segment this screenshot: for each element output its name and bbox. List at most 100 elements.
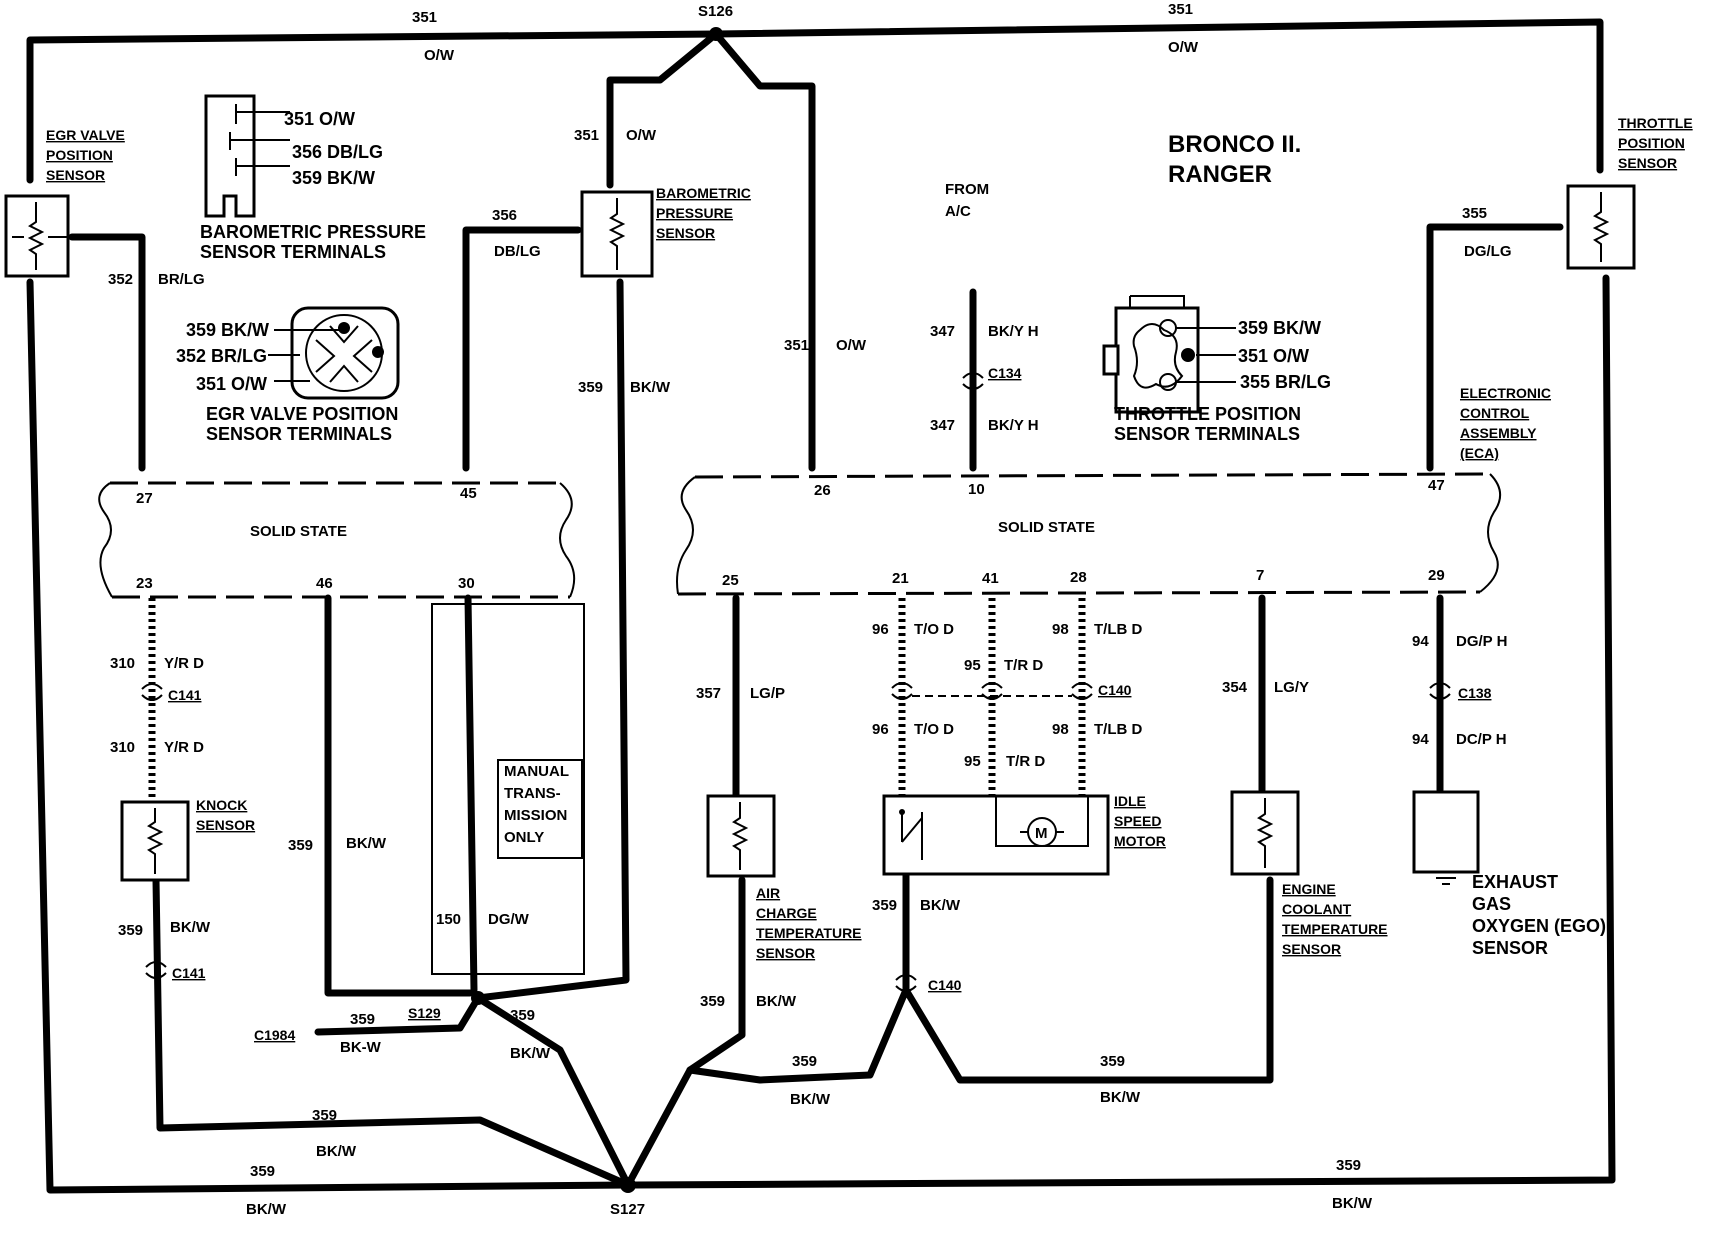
wire-color: O/W bbox=[424, 47, 455, 64]
eca-pins: 27 45 23 46 30 26 10 47 25 21 41 28 7 29 bbox=[136, 477, 1445, 592]
wire-color: BK/W bbox=[920, 897, 961, 914]
manual-label-line: TRANS- bbox=[504, 785, 561, 802]
isc-label-line: IDLE bbox=[1114, 793, 1146, 809]
egr-terminal-pin: 359 BK/W bbox=[186, 320, 269, 340]
ego-label-line: EXHAUST bbox=[1472, 872, 1558, 892]
wire-color: BK/W bbox=[1332, 1195, 1373, 1212]
title-line: BRONCO II. bbox=[1168, 131, 1301, 158]
wire-labels: 351 O/W 351 O/W 351 O/W 351 O/W 352 BR/L… bbox=[108, 1, 1512, 1218]
wire-circuit: 150 bbox=[436, 911, 461, 928]
from-ac-line: FROM bbox=[945, 181, 989, 198]
pin-29: 29 bbox=[1428, 567, 1445, 584]
wire-circuit: 359 bbox=[1336, 1157, 1361, 1174]
barometric-pressure-sensor: BAROMETRIC PRESSURE SENSOR bbox=[580, 185, 751, 278]
egr-terminal-pin: 352 BR/LG bbox=[176, 346, 267, 366]
pin-7: 7 bbox=[1256, 567, 1264, 584]
solid-state-left: SOLID STATE bbox=[250, 523, 347, 540]
wire-circuit: 94 bbox=[1412, 731, 1429, 748]
wire-circuit: 356 bbox=[492, 207, 517, 224]
wire-359-outer-right bbox=[624, 274, 1616, 1189]
wire-color: BR/LG bbox=[158, 271, 205, 288]
ego-label-line: GAS bbox=[1472, 894, 1511, 914]
tps-terminal-pin: 359 BK/W bbox=[1238, 318, 1321, 338]
wire-color: T/O D bbox=[914, 721, 954, 738]
baro-label-line: SENSOR bbox=[656, 225, 715, 241]
wire-color: BK/W bbox=[790, 1091, 831, 1108]
throttle-label-line: THROTTLE bbox=[1618, 115, 1693, 131]
egr-sensor: EGR VALVE POSITION SENSOR bbox=[4, 127, 125, 278]
pin-26: 26 bbox=[814, 482, 831, 499]
wire-352 bbox=[68, 233, 146, 472]
ect-label-line: ENGINE bbox=[1282, 881, 1336, 897]
wire-359-c1984 bbox=[314, 994, 482, 1036]
wire-circuit: 352 bbox=[108, 271, 133, 288]
egr-label-line: POSITION bbox=[46, 147, 113, 163]
splice-s129: S129 bbox=[408, 1005, 441, 1021]
isc-label-line: MOTOR bbox=[1114, 833, 1166, 849]
splice-s126: S126 bbox=[698, 3, 733, 20]
wire-359-act bbox=[624, 876, 746, 1189]
connector-c141-top: C141 bbox=[168, 687, 202, 703]
splice-s127: S127 bbox=[610, 1201, 645, 1218]
wires bbox=[26, 18, 1616, 1194]
baro-label-line: BAROMETRIC bbox=[656, 185, 751, 201]
pin-10: 10 bbox=[968, 481, 985, 498]
baro-terminal-pin: 351 O/W bbox=[284, 109, 355, 129]
act-label-line: AIR bbox=[756, 885, 780, 901]
wire-circuit: 347 bbox=[930, 323, 955, 340]
ect-label-line: SENSOR bbox=[1282, 941, 1341, 957]
connector-c140-bottom: C140 bbox=[928, 977, 962, 993]
pin-41: 41 bbox=[982, 570, 999, 587]
wire-351-top-left bbox=[26, 30, 720, 184]
tps-terminals: 359 BK/W 351 O/W 355 BR/LG THROTTLE POSI… bbox=[1102, 295, 1331, 444]
knock-label-line: KNOCK bbox=[196, 797, 247, 813]
knock-label-line: SENSOR bbox=[196, 817, 255, 833]
wire-359-s129 bbox=[474, 994, 632, 1189]
tps-terminal-pin: 355 BR/LG bbox=[1240, 372, 1331, 392]
wire-circuit: 95 bbox=[964, 753, 981, 770]
wire-circuit: 310 bbox=[110, 655, 135, 672]
wire-color: BK/W bbox=[170, 919, 211, 936]
wire-color: BK/Y H bbox=[988, 323, 1039, 340]
egr-label-line: EGR VALVE bbox=[46, 127, 125, 143]
wire-351-to-baro bbox=[606, 30, 720, 189]
baro-terminals: 351 O/W 356 DB/LG 359 BK/W BAROMETRIC PR… bbox=[200, 94, 426, 262]
wire-circuit: 96 bbox=[872, 621, 889, 638]
wire-circuit: 351 bbox=[784, 337, 809, 354]
wire-355 bbox=[1426, 223, 1564, 472]
wire-circuit: 351 bbox=[412, 9, 437, 26]
wire-circuit: 359 bbox=[792, 1053, 817, 1070]
throttle-position-sensor: THROTTLE POSITION SENSOR bbox=[1566, 115, 1693, 270]
pin-23: 23 bbox=[136, 575, 153, 592]
wire-circuit: 359 bbox=[118, 922, 143, 939]
wire-circuit: 347 bbox=[930, 417, 955, 434]
wire-circuit: 95 bbox=[964, 657, 981, 674]
wire-circuit: 359 bbox=[1100, 1053, 1125, 1070]
wire-circuit: 359 bbox=[312, 1107, 337, 1124]
wire-color: Y/R D bbox=[164, 655, 204, 672]
manual-label-line: MISSION bbox=[504, 807, 567, 824]
wire-circuit: 359 bbox=[288, 837, 313, 854]
engine-coolant-temperature-sensor: ENGINE COOLANT TEMPERATURE SENSOR bbox=[1230, 790, 1388, 957]
wire-150 bbox=[464, 594, 478, 994]
wire-circuit: 359 bbox=[578, 379, 603, 396]
pin-30: 30 bbox=[458, 575, 475, 592]
wire-356 bbox=[462, 226, 582, 472]
wire-color: DB/LG bbox=[494, 243, 541, 260]
wire-color: BK/W bbox=[346, 835, 387, 852]
wire-circuit: 354 bbox=[1222, 679, 1248, 696]
wire-circuit: 94 bbox=[1412, 633, 1429, 650]
from-ac-label: FROM A/C bbox=[945, 181, 989, 220]
manual-label-line: ONLY bbox=[504, 829, 544, 846]
baro-terminal-pin: 359 BK/W bbox=[292, 168, 375, 188]
eca-outline: SOLID STATE SOLID STATE ELECTRONIC CONTR… bbox=[98, 385, 1551, 599]
pin-28: 28 bbox=[1070, 569, 1087, 586]
act-label-line: TEMPERATURE bbox=[756, 925, 862, 941]
wire-color: LG/Y bbox=[1274, 679, 1309, 696]
wire-359-c140-right bbox=[902, 876, 1274, 1084]
ego-label-line: SENSOR bbox=[1472, 938, 1548, 958]
act-label-line: CHARGE bbox=[756, 905, 817, 921]
eca-label-line: ASSEMBLY bbox=[1460, 425, 1537, 441]
baro-terminal-caption: BAROMETRIC PRESSURE bbox=[200, 222, 426, 242]
splices: S126 S127 S129 bbox=[408, 3, 733, 1218]
